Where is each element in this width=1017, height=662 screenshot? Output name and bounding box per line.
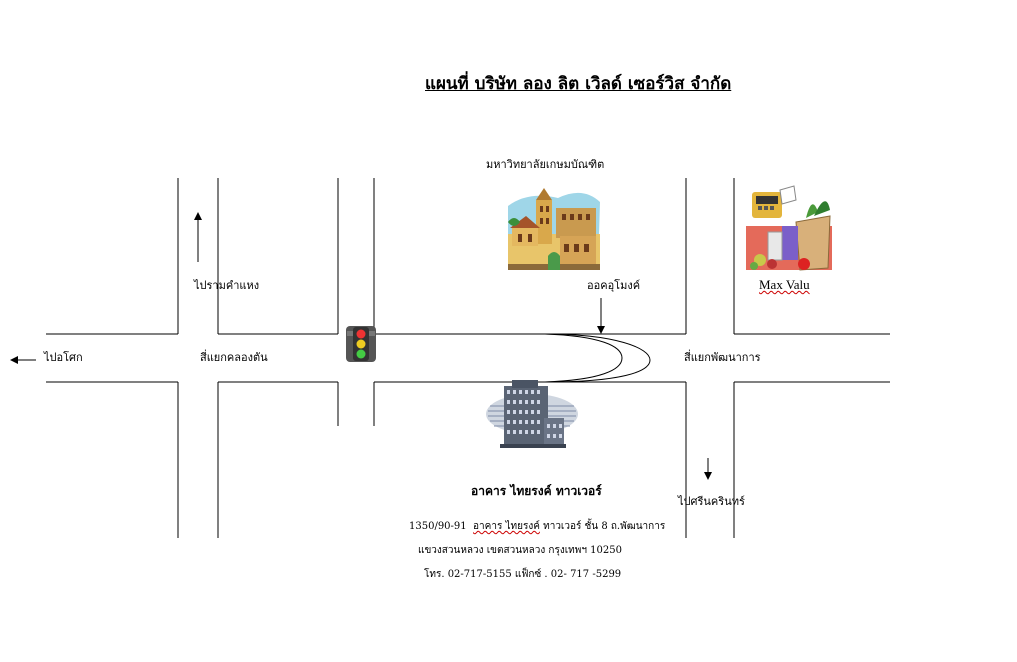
address-rest: ทาวเวอร์ ชั้น 8 ถ.พัฒนาการ [543, 521, 666, 532]
address-line-3: โทร. 02-717-5155 แฟ็กซ์ . 02- 717 -5299 [424, 569, 622, 580]
road-network [46, 178, 890, 538]
address-line-2: แขวงสวนหลวง เขตสวนหลวง กรุงเทพฯ 10250 [418, 545, 622, 556]
label-to-srinakarin: ไปศรีนครินทร์ [678, 495, 745, 508]
label-khlongtan-junction: สี่แยกคลองตัน [200, 351, 268, 364]
label-building-name: อาคาร ไทยรงค์ ทาวเวอร์ [471, 484, 602, 498]
label-phatthanakan-junction: สี่แยกพัฒนาการ [684, 351, 761, 364]
traffic-light-icon [346, 326, 376, 362]
label-university: มหาวิทยาลัยเกษมบัณฑิต [486, 158, 605, 171]
address-line-1: 1350/90-91 อาคาร ไทยรงค์ ทาวเวอร์ ชั้น 8… [409, 520, 665, 533]
office-tower-icon [486, 380, 578, 448]
address-number: 1350/90-91 [409, 521, 467, 532]
label-otop: ออคอุโมงค์ [587, 279, 641, 292]
label-to-lokchok: ไปอโศก [44, 351, 83, 364]
university-building-icon [508, 188, 600, 270]
shopping-basket-icon [746, 185, 832, 271]
direction-arrows [10, 212, 712, 480]
label-max-valu: Max Valu [759, 277, 810, 292]
label-to-ramkhamhaeng: ไปรามคำแหง [194, 279, 260, 292]
page-title: แผนที่ บริษัท ลอง ลิต เวิลด์ เซอร์วิส จำ… [425, 74, 732, 94]
address-building: อาคาร ไทยรงค์ [473, 521, 540, 532]
